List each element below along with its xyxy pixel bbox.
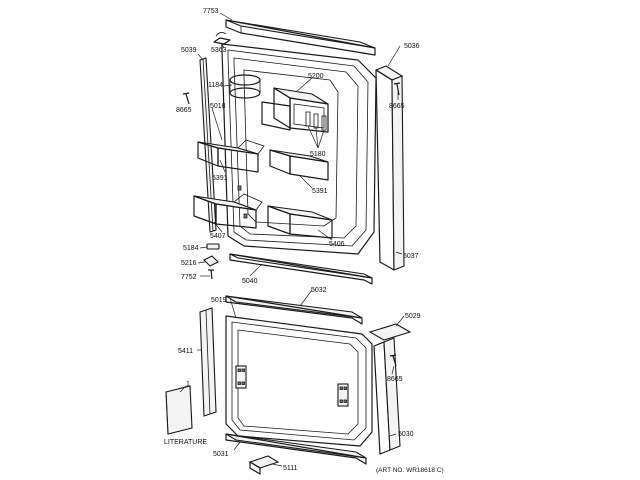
callout-5407: 5407 — [210, 233, 226, 240]
screw-7752 — [208, 269, 214, 280]
door-bin-5391-left — [197, 139, 265, 173]
lower-door-bottom-cap-5031 — [225, 433, 367, 465]
upper-door-bottom-cap-5040 — [229, 253, 373, 285]
upper-door-top-cap — [225, 19, 376, 56]
bracket-5111 — [248, 455, 280, 475]
callout-5039: 5039 — [181, 47, 197, 54]
door-bin-5406 — [267, 205, 333, 239]
egg-tray-1184 — [229, 74, 261, 99]
callout-labels: 7753 5363 5039 5036 1184 5200 8665 8665 … — [164, 8, 444, 474]
upper-door-frame — [221, 43, 377, 255]
lower-door-frame-5019 — [225, 315, 373, 447]
callout-7753: 7753 — [203, 8, 219, 15]
callout-5200: 5200 — [308, 73, 324, 80]
callout-5019: 5019 — [211, 297, 227, 304]
upper-left-screw — [182, 92, 190, 105]
small-part-5216 — [203, 255, 219, 267]
callout-5029: 5029 — [405, 313, 421, 320]
literature-booklet — [165, 385, 193, 435]
callout-8665-right: 8665 — [389, 103, 405, 110]
callout-5030: 5030 — [398, 431, 414, 438]
callout-5411: 5411 — [178, 348, 193, 355]
door-bin-5407 — [193, 193, 263, 229]
door-bin-5391-right — [269, 149, 329, 181]
callout-1184: 1184 — [208, 82, 223, 89]
callout-5040: 5040 — [242, 278, 258, 285]
callout-5031: 5031 — [213, 451, 229, 458]
dairy-compartment-5200 — [261, 87, 329, 133]
literature-label: LITERATURE — [164, 439, 207, 446]
callout-5036: 5036 — [404, 43, 420, 50]
small-part-5184 — [206, 243, 220, 250]
lower-left-trim-5411 — [199, 307, 217, 417]
callout-5018: 5018 — [210, 103, 226, 110]
callout-5111: 5111 — [283, 465, 298, 472]
callout-5216: 5216 — [181, 260, 197, 267]
upper-cap-clip — [213, 32, 231, 45]
callout-5406: 5406 — [329, 241, 345, 248]
lower-right-screw — [389, 354, 397, 367]
lower-door-top-cap-5032 — [225, 295, 363, 325]
callout-1: 1 — [186, 381, 190, 388]
callout-8665-lower: 8665 — [387, 376, 403, 383]
lower-right-trim-5029 — [368, 323, 412, 455]
callout-5032: 5032 — [311, 287, 327, 294]
upper-right-screw — [393, 82, 401, 96]
upper-right-trim-5036 — [374, 65, 405, 271]
callout-5391-left: 5391 — [212, 175, 228, 182]
callout-5037: 5037 — [403, 253, 419, 260]
callout-8665-left: 8665 — [176, 107, 192, 114]
callout-5363: 5363 — [211, 47, 227, 54]
leader-lines — [179, 12, 405, 467]
art-number: (ART NO. WR18618 C) — [376, 467, 444, 474]
callout-5180: 5180 — [310, 151, 326, 158]
callout-5184: 5184 — [183, 245, 199, 252]
callout-5391-right: 5391 — [312, 188, 328, 195]
callout-7752: 7752 — [181, 274, 197, 281]
